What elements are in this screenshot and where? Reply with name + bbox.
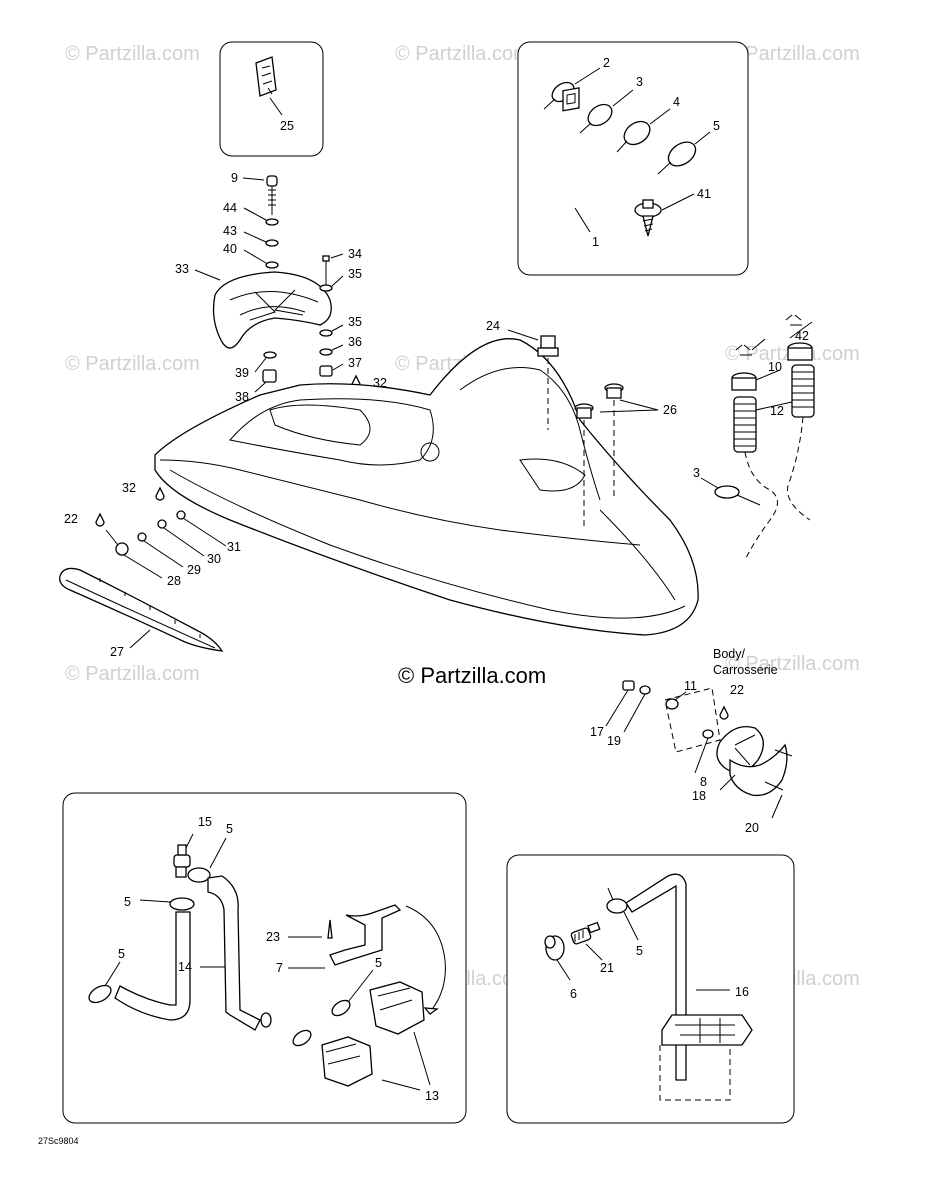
callout-24: 24 [486, 319, 500, 333]
callout-5: 5 [713, 119, 720, 133]
callout-25: 25 [280, 119, 294, 133]
callout-3: 3 [636, 75, 643, 89]
callout-35b: 35 [348, 315, 362, 329]
callout-28: 28 [167, 574, 181, 588]
battery-icon [659, 1014, 753, 1101]
screw-icon [634, 199, 662, 237]
copyright-text: © Partzilla.com [398, 663, 546, 688]
decal-box-frame [219, 41, 324, 157]
callout-9: 9 [231, 171, 238, 185]
callout-19: 19 [607, 734, 621, 748]
watermark: © Partzilla.com [725, 653, 860, 675]
callout-35: 35 [348, 267, 362, 281]
hull-body [154, 338, 699, 636]
vent-tubes: 42 10 12 3 [693, 314, 815, 561]
callout-39: 39 [235, 366, 249, 380]
body-note-line-1: Body/ [713, 647, 745, 661]
callout-11: 11 [684, 679, 697, 693]
callout-5d: 5 [118, 947, 125, 961]
battery-vent-box: 5 16 6 21 [506, 854, 795, 1124]
callout-8: 8 [700, 775, 707, 789]
callout-21: 21 [600, 961, 614, 975]
handle-assembly: 9 44 43 40 33 34 35 35 36 37 32 39 38 [175, 171, 387, 404]
callout-33: 33 [175, 262, 189, 276]
callout-40: 40 [223, 242, 237, 256]
callout-43: 43 [223, 224, 237, 238]
callout-31: 31 [227, 540, 241, 554]
watermark: © Partzilla.com [65, 663, 200, 685]
callout-16: 16 [735, 985, 749, 999]
callout-3b: 3 [693, 466, 700, 480]
figure-code: 27Sc9804 [38, 1136, 79, 1146]
callout-18: 18 [692, 789, 706, 803]
callout-20: 20 [745, 821, 759, 835]
callout-5c: 5 [124, 895, 131, 909]
check-valve-icon [173, 844, 191, 878]
grommet-icon [544, 935, 565, 961]
decal-icon [255, 56, 277, 97]
callout-36: 36 [348, 335, 362, 349]
callout-22: 22 [64, 512, 78, 526]
tie-strap-icon [657, 141, 697, 175]
callout-14: 14 [178, 960, 192, 974]
callout-27: 27 [110, 645, 124, 659]
callout-26: 26 [663, 403, 677, 417]
decal-box: 25 [219, 41, 324, 157]
callout-22b: 22 [730, 683, 744, 697]
callout-7: 7 [276, 961, 283, 975]
callout-38: 38 [235, 390, 249, 404]
vent-fittings: 24 26 [486, 319, 677, 530]
callout-5f: 5 [636, 944, 643, 958]
callout-23: 23 [266, 930, 280, 944]
callout-6: 6 [570, 987, 577, 1001]
callout-13: 13 [425, 1089, 439, 1103]
callout-2: 2 [603, 56, 610, 70]
battery-vent-box-frame [506, 854, 795, 1124]
callout-12: 12 [770, 404, 784, 418]
clip-nut-icon [562, 87, 580, 112]
watermark: © Partzilla.com [65, 353, 200, 375]
callout-44: 44 [223, 201, 237, 215]
tie-strap-icon [616, 120, 651, 153]
watermark: © Partzilla.com [65, 43, 200, 65]
vent-hose-box: 15 5 5 14 5 23 7 5 13 [62, 792, 467, 1124]
watermark: © Partzilla.com [725, 43, 860, 65]
callout-37: 37 [348, 356, 362, 370]
tie-strap-icon [579, 103, 613, 134]
vent-fitting-icon [570, 921, 601, 945]
callout-5e: 5 [375, 956, 382, 970]
callout-41: 41 [697, 187, 711, 201]
clamp-box: 2 3 4 5 1 41 [517, 41, 749, 276]
callout-42: 42 [795, 329, 809, 343]
callout-17: 17 [590, 725, 604, 739]
clamp-box-frame [517, 41, 749, 276]
body-note-line-2: Carrosserie [713, 663, 778, 677]
callout-32b: 32 [122, 481, 136, 495]
callout-10: 10 [768, 360, 782, 374]
callout-30: 30 [207, 552, 221, 566]
callout-4: 4 [673, 95, 680, 109]
callout-5b: 5 [226, 822, 233, 836]
callout-15: 15 [198, 815, 212, 829]
vent-hose-box-frame [62, 792, 467, 1124]
rub-rail: 22 32 31 30 29 28 27 [59, 481, 241, 659]
callout-34: 34 [348, 247, 362, 261]
callout-29: 29 [187, 563, 201, 577]
callout-1: 1 [592, 235, 599, 249]
vent-cover-assembly: Body/ Carrosserie 11 17 19 22 8 18 20 [590, 647, 793, 835]
watermark: © Partzilla.com [395, 43, 530, 65]
